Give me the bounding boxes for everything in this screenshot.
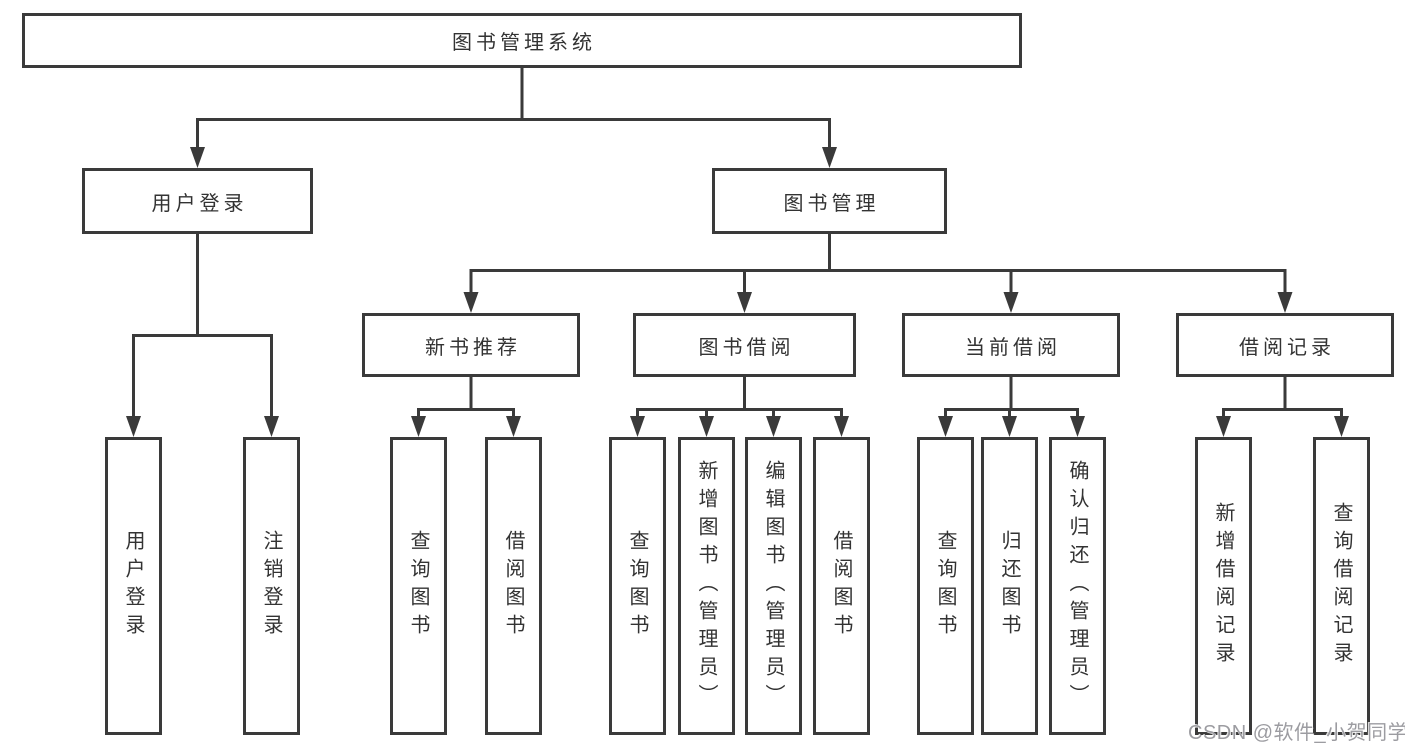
node-edit-books-admin: 编辑图书（管理员） [745,437,802,735]
node-new-book-recommendation-label: 新书推荐 [425,336,521,359]
node-user-login-action: 用户登录 [105,437,162,735]
node-library-management-system: 图书管理系统 [22,13,1022,68]
node-user-login-action-label: 用户登录 [122,530,144,642]
node-add-borrow-record-label: 新增借阅记录 [1212,502,1234,670]
node-current-query-books-label: 查询图书 [934,530,956,642]
node-new-book-recommendation: 新书推荐 [362,313,580,377]
node-library-management-system-label: 图书管理系统 [452,32,596,54]
node-borrowing-query-books: 查询图书 [609,437,666,735]
node-add-books-admin-label: 新增图书（管理员） [695,460,717,712]
node-return-books-label: 归还图书 [998,530,1020,642]
node-user-login: 用户登录 [82,168,313,234]
node-confirm-return-admin: 确认归还（管理员） [1049,437,1106,735]
node-borrowing-borrow-books-label: 借阅图书 [830,530,852,642]
node-query-borrow-record: 查询借阅记录 [1313,437,1370,735]
node-current-borrowing-label: 当前借阅 [965,336,1061,359]
watermark: CSDN @软件_小贺同学 [1188,722,1405,744]
node-recommend-borrow-books: 借阅图书 [485,437,542,735]
node-borrowing-query-books-label: 查询图书 [626,530,648,642]
node-recommend-borrow-books-label: 借阅图书 [502,530,524,642]
node-borrowing-records-label: 借阅记录 [1239,336,1335,359]
node-current-query-books: 查询图书 [917,437,974,735]
node-borrowing-records: 借阅记录 [1176,313,1394,377]
node-logout-action-label: 注销登录 [260,530,282,642]
node-borrowing-borrow-books: 借阅图书 [813,437,870,735]
node-edit-books-admin-label: 编辑图书（管理员） [762,460,784,712]
node-user-login-label: 用户登录 [151,192,248,215]
node-book-borrowing: 图书借阅 [633,313,856,377]
node-current-borrowing: 当前借阅 [902,313,1120,377]
node-add-books-admin: 新增图书（管理员） [678,437,735,735]
node-add-borrow-record: 新增借阅记录 [1195,437,1252,735]
node-confirm-return-admin-label: 确认归还（管理员） [1066,460,1088,712]
node-recommend-query-books-label: 查询图书 [407,530,429,642]
node-book-borrowing-label: 图书借阅 [698,336,795,359]
node-logout-action: 注销登录 [243,437,300,735]
node-book-management-label: 图书管理 [783,192,880,215]
node-return-books: 归还图书 [981,437,1038,735]
node-book-management: 图书管理 [712,168,947,234]
node-recommend-query-books: 查询图书 [390,437,447,735]
node-query-borrow-record-label: 查询借阅记录 [1330,502,1352,670]
